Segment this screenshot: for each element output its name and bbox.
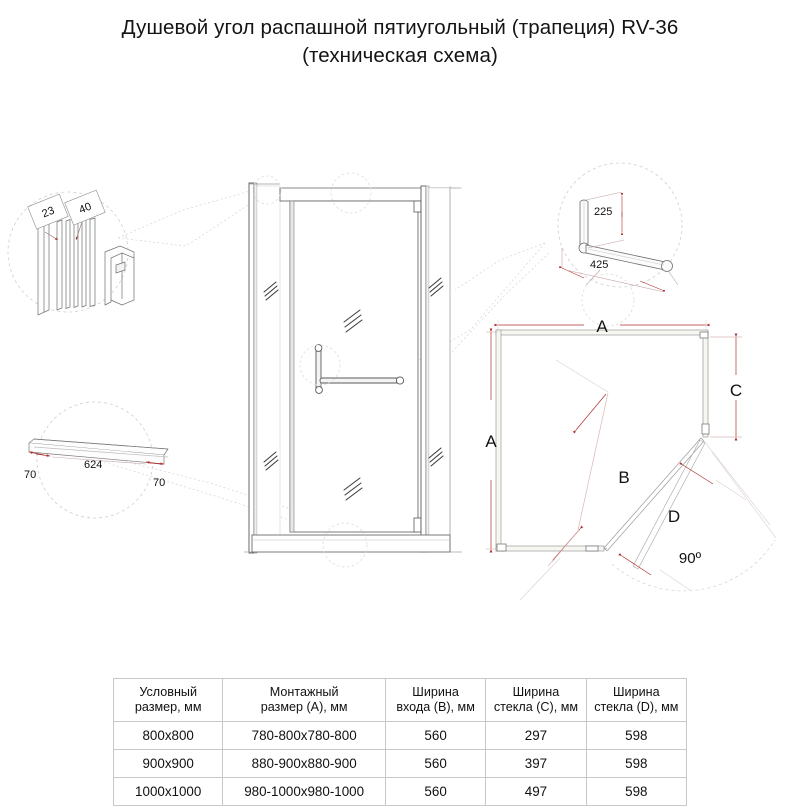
- table-header-cell: Ширина стекла (C), мм: [485, 678, 587, 722]
- profile-dimension-lines: [44, 221, 83, 241]
- plan-label-d: D: [668, 507, 680, 526]
- threshold-dimension-extension: [51, 456, 147, 465]
- table-cell: 560: [384, 721, 487, 750]
- table-header-line-1: Монтажный: [269, 685, 339, 699]
- plan-label-b: B: [618, 468, 629, 487]
- glass-reflection-marks: [263, 277, 444, 501]
- table-cell: 880-900x880-900: [222, 749, 386, 778]
- table-cell: 397: [485, 749, 587, 778]
- table-header-cell: Ширина стекла (D), мм: [585, 678, 688, 722]
- handle-dimension-lines: [558, 191, 679, 293]
- handle-dim-425: 425: [590, 259, 608, 271]
- table-cell: 560: [384, 777, 487, 806]
- table-cell: 980-1000x980-1000: [222, 777, 386, 806]
- table-header-line-2: стекла (C), мм: [493, 700, 579, 714]
- threshold-dimension-lines: [28, 451, 165, 466]
- threshold-dim-center-624: 624: [84, 459, 102, 471]
- table-cell: 598: [585, 749, 688, 778]
- table-header-line-1: Ширина: [512, 685, 560, 699]
- table-header-line-1: Ширина: [613, 685, 660, 699]
- plan-label-a-left: A: [485, 432, 497, 451]
- table-cell: 780-800x780-800: [222, 721, 386, 750]
- elevation-detail-hotspots: [252, 172, 372, 568]
- main-elevation-drawing: [244, 182, 462, 554]
- handle-dim-225: 225: [594, 206, 612, 218]
- table-header-cell: Монтажный размер (A), мм: [222, 678, 386, 722]
- plan-dim-extension-lines: [497, 320, 747, 601]
- plan-label-angle: 90º: [679, 550, 702, 567]
- profile-dim-label-23: 23: [27, 193, 69, 230]
- threshold-bar-drawing: [28, 438, 169, 465]
- page-title: Душевой угол распашной пятиугольный (тра…: [0, 14, 800, 70]
- profile-cross-section-drawing: [37, 217, 135, 316]
- table-cell: 1000x1000: [112, 777, 224, 806]
- page-title-line-2: (техническая схема): [302, 44, 498, 67]
- table-cell: 560: [384, 749, 487, 778]
- specification-table: Условный размер, мм Монтажный размер (A)…: [112, 678, 688, 806]
- profile-dim-label-40: 40: [64, 189, 106, 226]
- table-cell: 598: [585, 777, 688, 806]
- table-header-line-2: входа (B), мм: [396, 700, 475, 714]
- table-cell: 497: [485, 777, 587, 806]
- table-cell: 297: [485, 721, 587, 750]
- plan-dimension-lines: [486, 323, 742, 576]
- table-header-cell: Ширина входа (B), мм: [384, 678, 487, 722]
- plan-detail-hotspot: [581, 273, 635, 327]
- profile-dim-value-23: 23: [40, 205, 56, 221]
- threshold-dim-left-70: 70: [24, 469, 36, 481]
- table-row: 900x900 880-900x880-900 560 397 598: [112, 749, 688, 778]
- table-header-line-2: размер (A), мм: [260, 700, 348, 714]
- door-handle-elevation: [314, 344, 405, 394]
- threshold-dim-right-70: 70: [153, 477, 165, 489]
- detail-circle-handle: [557, 162, 683, 288]
- page-title-line-1: Душевой угол распашной пятиугольный (тра…: [121, 16, 679, 39]
- table-row: 1000x1000 980-1000x980-1000 560 497 598: [112, 777, 688, 806]
- table-header-cell: Условный размер, мм: [112, 678, 224, 722]
- table-header-line-2: стекла (D), мм: [594, 700, 679, 714]
- table-cell: 900x900: [112, 749, 224, 778]
- table-header-line-2: размер, мм: [134, 700, 202, 714]
- table-header-line-1: Ширина: [412, 685, 459, 699]
- table-header-line-1: Условный: [139, 685, 198, 699]
- plan-view-drawing: [495, 329, 777, 592]
- handle-drawing: [578, 199, 673, 272]
- profile-dim-value-40: 40: [77, 201, 93, 217]
- table-header-row: Условный размер, мм Монтажный размер (A)…: [112, 678, 688, 722]
- table-row: 800x800 780-800x780-800 560 297 598: [112, 721, 688, 750]
- plan-label-a-top: A: [596, 317, 608, 336]
- table-cell: 800x800: [112, 721, 224, 750]
- plan-label-c: C: [730, 381, 742, 400]
- table-cell: 598: [585, 721, 688, 750]
